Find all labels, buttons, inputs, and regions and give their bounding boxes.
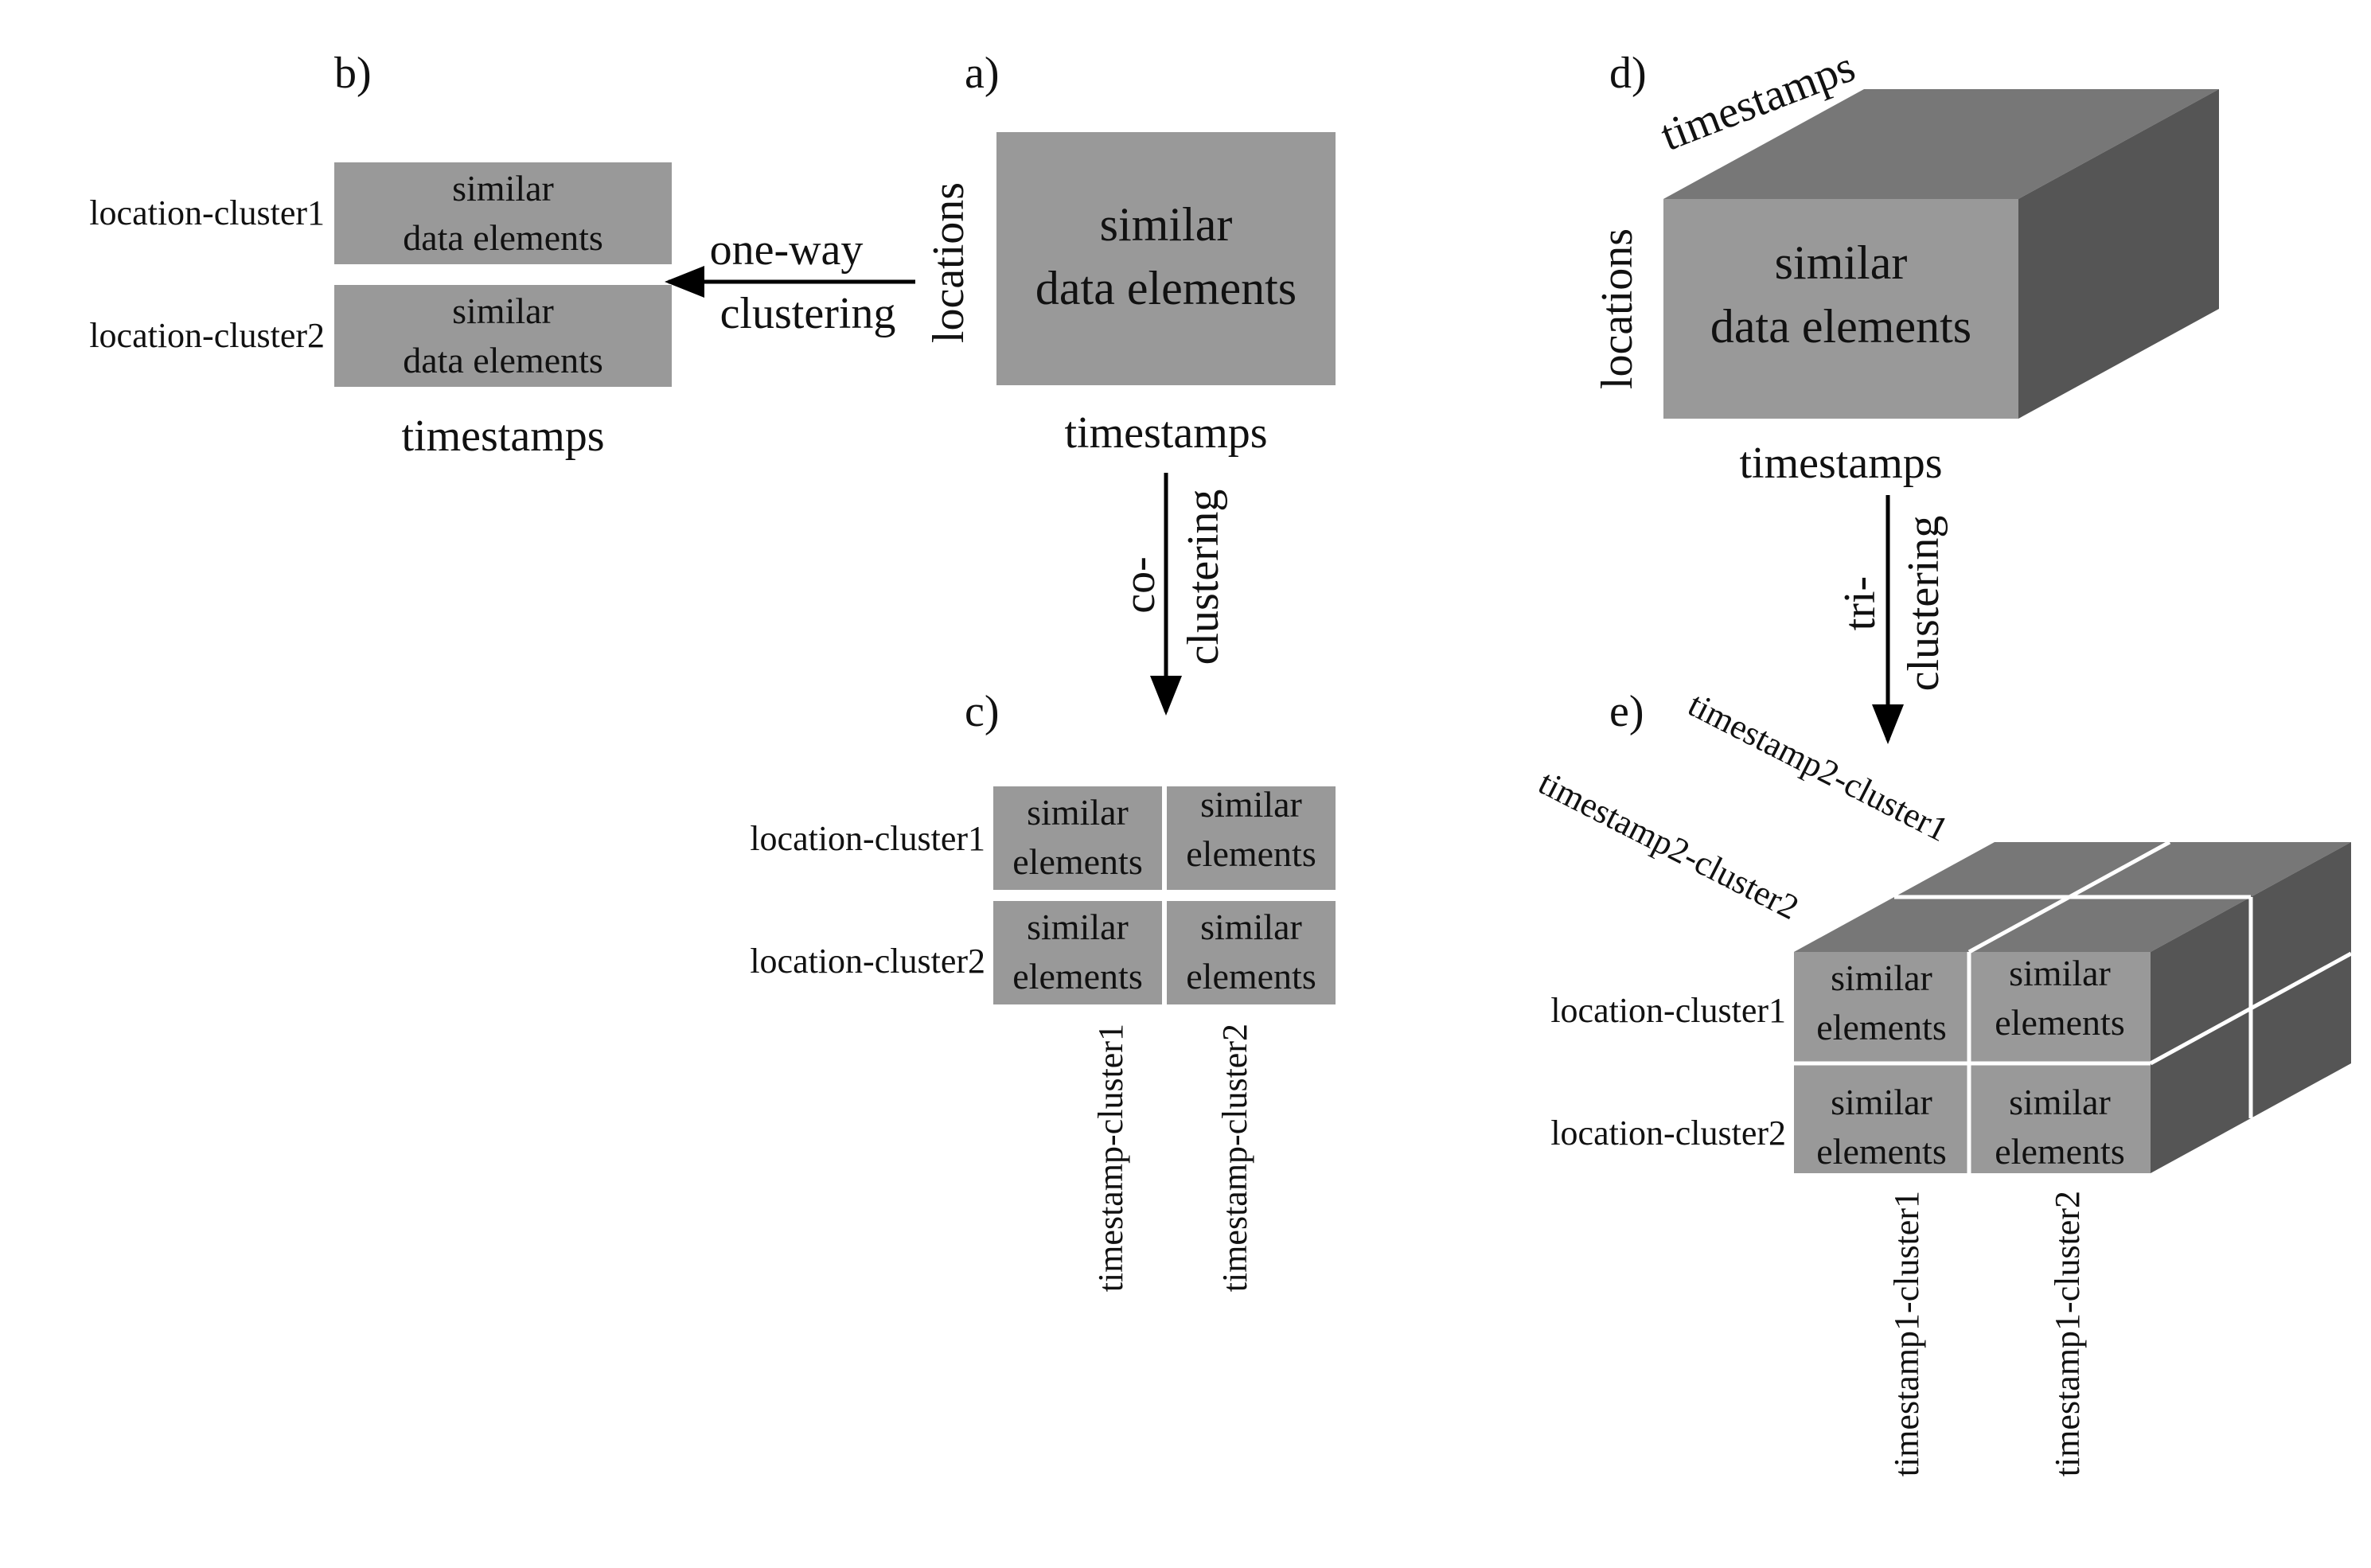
block-e-top-d-cut [1967,840,2171,954]
block-a-x-axis: timestamps [1064,408,1267,458]
block-e-cell-1-2-line1: similar [2009,953,2111,993]
block-c-cell-1-2-line1: similar [1200,784,1302,825]
block-b-row1-line2: data elements [403,217,603,258]
block-d-line2: data elements [1710,300,1971,353]
block-e-depth-label-2: timestamp2-cluster2 [1532,763,1804,927]
block-e-cell-2-2-line1: similar [2009,1082,2111,1122]
block-e-row2-label: location-cluster2 [1550,1114,1786,1153]
block-e-row1-label: location-cluster1 [1550,991,1786,1030]
co-clustering-label-line1: co- [1115,556,1164,614]
block-d-face [1663,199,2018,419]
block-e-cell-2-1-line2: elements [1816,1131,1947,1172]
panel-d: d) similar data elements locations times… [1593,42,2219,488]
block-c-col1-label: timestamp-cluster1 [1091,1024,1130,1292]
block-b-row1 [334,162,672,264]
block-c-row2-label: location-cluster2 [750,942,985,981]
block-c-cell-1-1 [993,786,1162,890]
block-c-cell-2-2-line2: elements [1186,956,1316,997]
block-b-row2 [334,285,672,387]
block-c-cell-1-2-line2: elements [1186,833,1316,874]
block-e-col2-label: timestamp1-cluster2 [2048,1191,2087,1476]
block-e-cell-1-1-line2: elements [1816,1007,1947,1047]
block-c-cell-2-1 [993,901,1162,1004]
block-c-cell-1-2 [1167,786,1336,890]
block-d-side [2018,89,2219,419]
tri-clustering-label-line2: clustering [1899,516,1948,692]
panel-c: c) similar elements similar elements sim… [750,687,1336,1292]
tri-clustering-label-line1: tri- [1835,576,1885,630]
block-c-cell-2-1-line1: similar [1027,907,1129,947]
block-c-cell-2-2 [1167,901,1336,1004]
block-a-line1: similar [1100,198,1233,251]
block-e-cell-1-1-line1: similar [1831,958,1932,998]
block-c-cell-2-1-line2: elements [1012,956,1143,997]
block-e-cell-2-1-line1: similar [1831,1082,1932,1122]
tri-clustering-arrow-group: tri- clustering [1835,495,1948,744]
one-way-label-line1: one-way [710,225,864,275]
block-d-x-axis: timestamps [1739,439,1942,488]
one-way-arrow-group: one-way clustering [665,225,915,338]
block-d-line1: similar [1775,236,1908,289]
block-b-x-axis: timestamps [401,412,604,461]
block-c-col2-label: timestamp-cluster2 [1215,1024,1254,1292]
panel-label-e: e) [1609,687,1644,736]
block-c-cell-1-1-line1: similar [1027,792,1129,833]
block-b-row1-label: location-cluster1 [89,193,325,232]
co-clustering-arrow-group: co- clustering [1115,473,1228,716]
panel-a: a) similar data elements locations times… [924,49,1336,458]
block-e-cell-2-2-line2: elements [1995,1131,2125,1172]
panel-e: e) similar elements similar elements sim… [1532,685,2353,1476]
block-b-row1-line1: similar [452,168,554,209]
one-way-label-line2: clustering [720,289,896,338]
block-d-y-axis: locations [1593,228,1642,389]
block-a-face [996,132,1336,385]
block-c-cell-2-2-line1: similar [1200,907,1302,947]
co-clustering-label-line2: clustering [1179,490,1228,665]
block-c-row1-label: location-cluster1 [750,819,985,858]
panel-label-c: c) [965,687,1000,736]
panel-label-a: a) [965,49,1000,98]
panel-label-d: d) [1609,49,1647,98]
block-e-col1-label: timestamp1-cluster1 [1887,1191,1926,1476]
block-b-row2-line1: similar [452,291,554,331]
panel-label-b: b) [334,49,372,98]
block-d-top [1663,89,2219,199]
block-b-row2-label: location-cluster2 [89,316,325,355]
block-a-y-axis: locations [924,182,973,343]
block-e-cell-1-2-line2: elements [1995,1002,2125,1043]
block-e-depth-label-1: timestamp2-cluster1 [1682,685,1954,849]
panel-b: b) location-cluster1 location-cluster2 s… [89,49,672,461]
block-a-line2: data elements [1035,262,1297,314]
block-b-row2-line2: data elements [403,340,603,380]
block-c-cell-1-1-line2: elements [1012,841,1143,882]
